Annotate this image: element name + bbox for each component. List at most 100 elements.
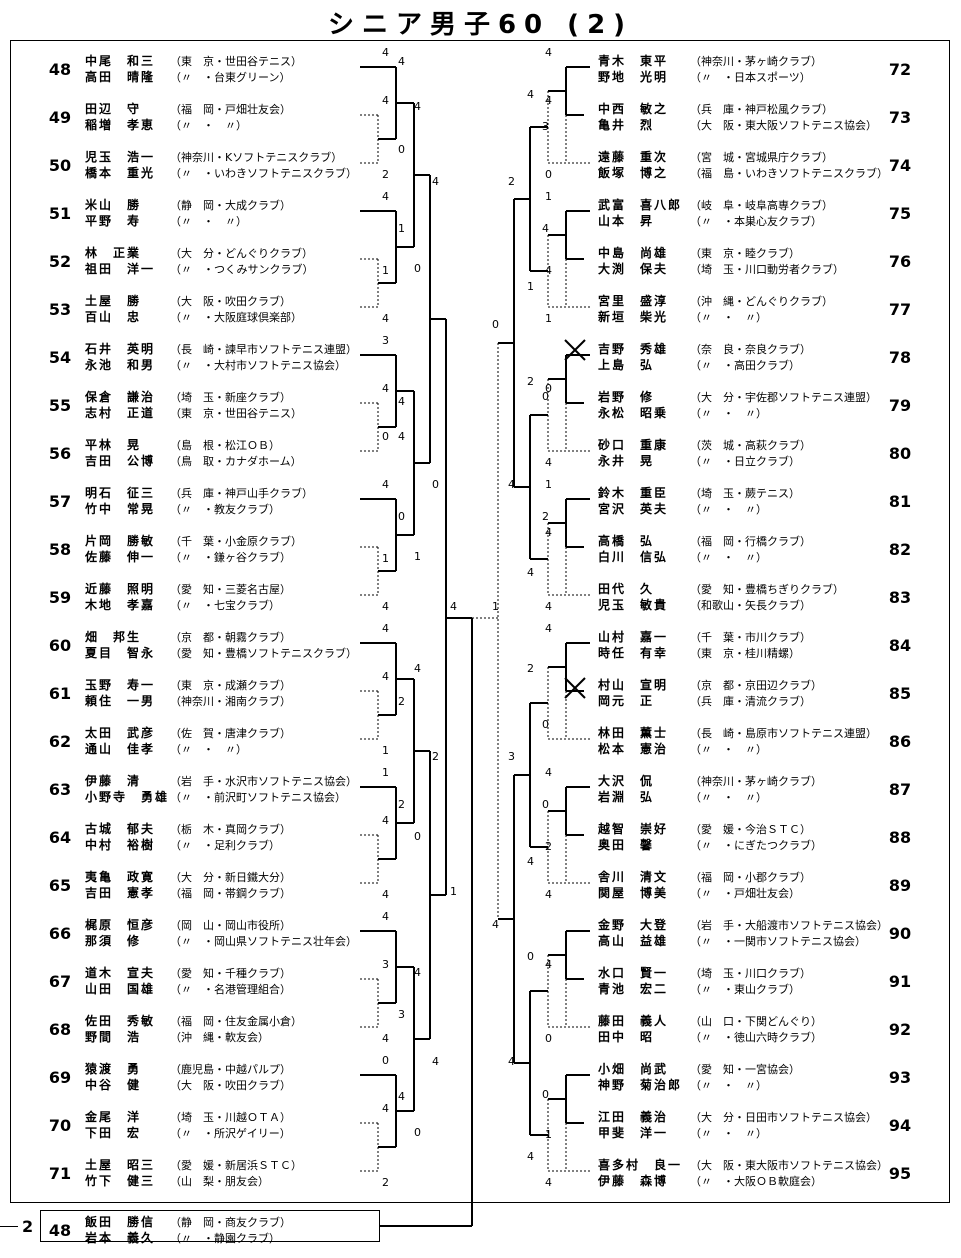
round-score: 1 [414,550,421,563]
seed-number: 80 [888,444,912,463]
player-name: 永池 和男 [85,358,156,372]
round-score: 4 [432,1055,439,1068]
seed-number: 93 [888,1068,912,1087]
player-name: 野地 光明 [598,70,669,84]
match-score: 4 [382,46,389,59]
seed-number: 86 [888,732,912,751]
player-name: 奥田 馨 [598,838,655,852]
player-affiliation: （愛 知・一宮協会） [690,1063,800,1076]
seed-number: 73 [888,108,912,127]
seed-number: 50 [48,156,72,175]
player-name: 山田 国雄 [85,982,156,996]
round-score: 1 [450,885,457,898]
round-score: 2 [398,695,405,708]
round-score: 0 [432,478,439,491]
match-score: 0 [545,168,552,181]
round-score: 4 [450,600,457,613]
round-score: 0 [414,1126,421,1139]
round-score: 1 [527,280,534,293]
seed-number: 69 [48,1068,72,1087]
match-score: 4 [545,1176,552,1189]
player-affiliation: （〃 ・徳山六時クラブ） [690,1031,822,1044]
round-score: 2 [508,175,515,188]
seed-number: 83 [888,588,912,607]
seed-number: 88 [888,828,912,847]
match-score: 4 [382,670,389,683]
player-affiliation: （〃 ・にぎたつクラブ） [690,839,822,852]
player-affiliation: （〃 ・ 〃） [690,311,767,324]
round-score: 4 [414,662,421,675]
seed-number: 74 [888,156,912,175]
player-name: 玉野 寿一 [85,678,156,692]
player-name: 小野寺 勇雄 [85,790,170,804]
match-score: 0 [545,1032,552,1045]
seed-number: 48 [48,60,72,79]
player-name: 永井 晃 [598,454,655,468]
player-affiliation: （埼 玉・蕨テニス） [690,487,800,500]
player-affiliation: （〃 ・本巣心友クラブ） [690,215,822,228]
player-name: 平野 寿 [85,214,142,228]
player-name: 那須 修 [85,934,142,948]
match-score: 4 [382,888,389,901]
seed-number: 57 [48,492,72,511]
player-affiliation: （〃 ・戸畑壮友会） [690,887,800,900]
player-name: 稲増 孝恵 [85,118,156,132]
player-name: 亀井 烈 [598,118,655,132]
seed-number: 58 [48,540,72,559]
player-affiliation: （奈 良・奈良クラブ） [690,343,811,356]
player-affiliation: （大 阪・吹田クラブ） [170,295,291,308]
match-score: 1 [545,1128,552,1141]
player-name: 祖田 洋一 [85,262,156,276]
player-affiliation: （愛 知・千種クラブ） [170,967,291,980]
player-affiliation: （沖 縄・軟友会） [170,1031,269,1044]
player-affiliation: （静 岡・大成クラブ） [170,199,291,212]
player-name: 上島 弘 [598,358,655,372]
player-affiliation: （山 口・下関どんぐり） [690,1015,822,1028]
player-affiliation: （埼 玉・川口クラブ） [690,967,811,980]
seed-number: 62 [48,732,72,751]
player-affiliation: （〃 ・大阪ＯＢ軟庭会） [690,1175,822,1188]
player-name: 吉田 憲孝 [85,886,156,900]
seed-number: 77 [888,300,912,319]
bracket-line [564,677,586,699]
player-name: 高山 益雄 [598,934,669,948]
player-affiliation: （〃 ・大阪庭球倶楽部） [170,311,302,324]
player-affiliation: （京 都・京田辺クラブ） [690,679,822,692]
match-score: 0 [382,430,389,443]
player-affiliation: （長 崎・諫早市ソフトテニス連盟） [170,343,357,356]
player-name: 伊藤 清 [85,774,142,788]
round-score: 4 [414,966,421,979]
player-affiliation: （〃 ・ 〃） [690,1127,767,1140]
player-affiliation: （福 岡・帯鋼クラブ） [170,887,291,900]
match-score: 4 [382,190,389,203]
player-name: 田代 久 [598,582,655,596]
player-name: 竹中 常晃 [85,502,156,516]
player-affiliation: （大 分・どんぐりクラブ） [170,247,313,260]
seed-number: 51 [48,204,72,223]
match-score: 4 [545,94,552,107]
player-affiliation: （神奈川・湘南クラブ） [170,695,291,708]
player-name: 児玉 敏貴 [598,598,669,612]
player-name: 中谷 健 [85,1078,142,1092]
player-affiliation: （愛 知・豊橋ちぎりクラブ） [690,583,844,596]
match-score: 4 [382,312,389,325]
player-name: 砂口 重康 [598,438,669,452]
player-name: 中尾 和三 [85,54,156,68]
match-score: 4 [382,94,389,107]
player-name: 太田 武彦 [85,726,156,740]
player-affiliation: （〃 ・つくみサンクラブ） [170,263,314,276]
player-affiliation: （〃 ・日立クラブ） [690,455,800,468]
match-score: 0 [382,1054,389,1067]
player-affiliation: （佐 賀・唐津クラブ） [170,727,291,740]
round-score: 2 [527,375,534,388]
player-name: 水口 賢一 [598,966,669,980]
player-name: 頼住 一男 [85,694,156,708]
player-name: 林 正業 [85,246,142,260]
round-score: 4 [492,918,499,931]
player-name: 喜多村 良一 [598,1158,683,1172]
match-score: 4 [382,1102,389,1115]
player-affiliation: （〃 ・一関市ソフトテニス協会） [690,935,866,948]
player-name: 武富 喜八郎 [598,198,683,212]
seed-number: 65 [48,876,72,895]
seed-number: 90 [888,924,912,943]
